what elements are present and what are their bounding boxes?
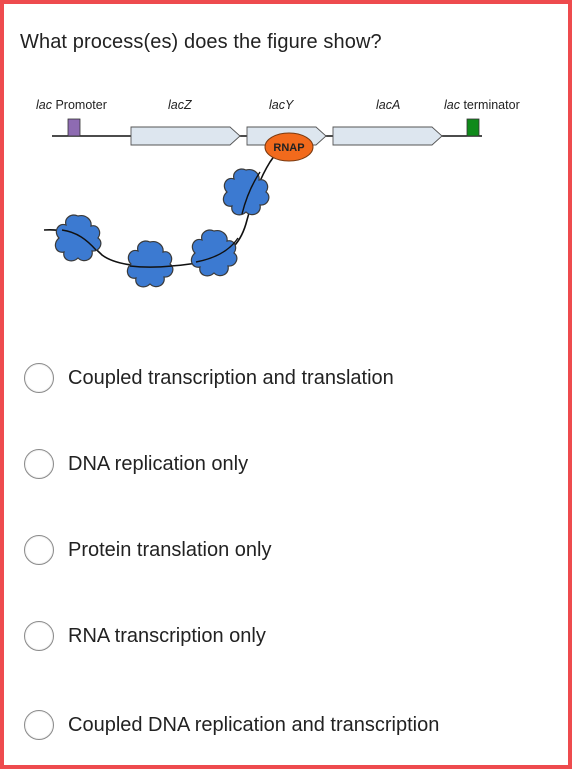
laca-label: lacA [376,98,400,112]
promoter-box [67,118,81,137]
terminator-label: lac terminator [444,98,520,112]
mrna-thread [61,229,97,251]
option-rna-transcription-only[interactable]: RNA transcription only [24,618,266,654]
rnap-icon [264,132,314,162]
lacy-label: lacY [269,98,295,112]
question-text: What process(es) does the figure show? [20,31,382,53]
option-dna-replication-only[interactable]: DNA replication only [24,446,248,482]
promoter-label: lac Promoter [36,98,107,112]
radio-button[interactable] [24,535,54,565]
laca-gene [332,126,443,146]
ribosome-icon [54,214,102,262]
mrna-thread [241,171,261,215]
radio-button[interactable] [24,449,54,479]
operon-figure: lac Promoter lacZ lacY lacA lac terminat… [32,90,542,310]
option-label: Coupled transcription and translation [68,366,394,389]
radio-button[interactable] [24,621,54,651]
radio-button[interactable] [24,710,54,740]
ribosome-icon [190,229,238,277]
option-label: RNA transcription only [68,624,266,647]
option-label: DNA replication only [68,452,249,475]
operon-diagram: lac Promoter lacZ lacY lacA lac terminat… [36,98,520,288]
option-label: Protein translation only [68,538,272,561]
lacz-label: lacZ [168,98,192,112]
option-coupled-transcription-translation[interactable]: Coupled transcription and translation [24,360,394,396]
option-coupled-replication-transcription[interactable]: Coupled DNA replication and transcriptio… [24,707,439,743]
option-label: Coupled DNA replication and transcriptio… [68,713,440,736]
mrna-thread [129,265,173,268]
radio-button[interactable] [24,363,54,393]
rnap-label: RNAP [273,142,304,154]
terminator-box [466,118,480,137]
option-protein-translation-only[interactable]: Protein translation only [24,532,271,568]
mrna-thread [195,237,239,263]
lacz-gene [130,126,241,146]
ribosome-icon [126,240,174,288]
